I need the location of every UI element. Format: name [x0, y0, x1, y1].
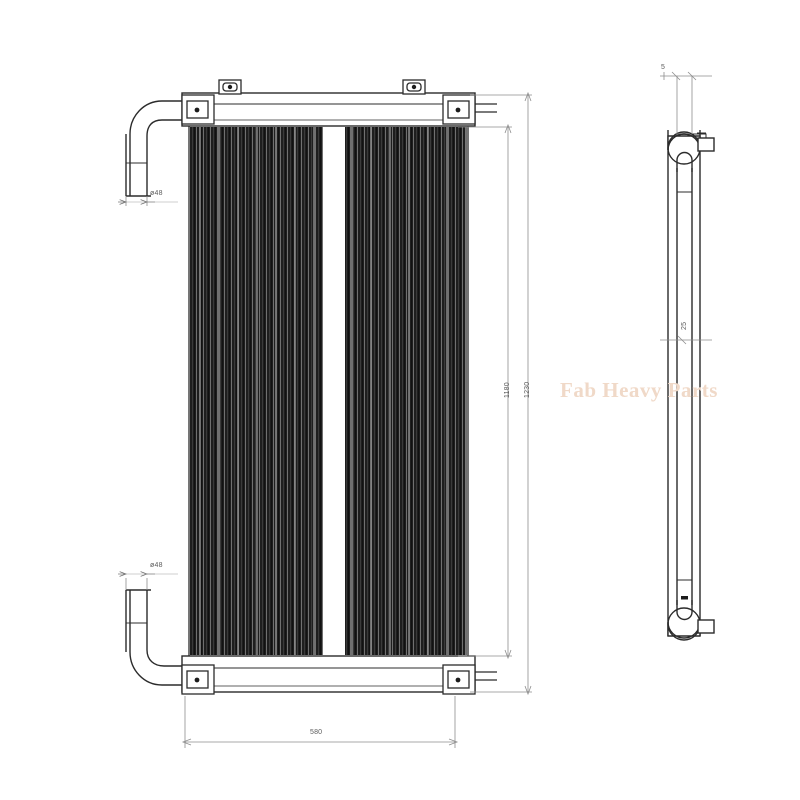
core-side-frames: [188, 120, 469, 660]
front-view: [125, 79, 497, 695]
top-right-end-cap: [442, 94, 476, 125]
bottom-header-tank: [181, 655, 476, 693]
side-view-body: [667, 130, 701, 636]
bottom-outlet-elbow-pipe: [125, 589, 182, 686]
dim-label-side-depth: 25: [681, 321, 688, 330]
bottom-right-port-stub: [475, 671, 497, 681]
side-depth-dim: [660, 335, 712, 345]
side-view-bottom-cap: [667, 579, 715, 641]
dim-label-port-dia-bottom: ø48: [150, 562, 163, 569]
top-right-mounting-tab: [402, 79, 426, 95]
top-left-mounting-tab: [218, 79, 242, 95]
top-left-end-cap: [181, 94, 215, 125]
top-header-tank: [181, 92, 476, 127]
side-view-top-cap: [667, 131, 715, 193]
right-fin-core-panel: [345, 127, 467, 655]
bottom-left-end-cap: [181, 664, 215, 695]
top-right-port-stub: [475, 103, 497, 113]
dim-label-overall-width: 580: [310, 729, 323, 736]
left-fin-core-panel: [190, 127, 323, 655]
dim-label-port-dia-top: ø48: [150, 190, 163, 197]
side-view: [660, 71, 715, 641]
dimension-lines-front: [118, 91, 532, 748]
side-thickness-dim: [660, 71, 712, 134]
bottom-right-end-cap: [442, 664, 476, 695]
dim-label-overall-height: 1230: [524, 381, 531, 398]
top-inlet-elbow-pipe: [125, 100, 182, 197]
dim-label-side-thickness: 5: [661, 64, 666, 71]
dim-label-core-height: 1180: [504, 382, 511, 398]
watermark-text: Fab Heavy Parts: [560, 378, 718, 402]
